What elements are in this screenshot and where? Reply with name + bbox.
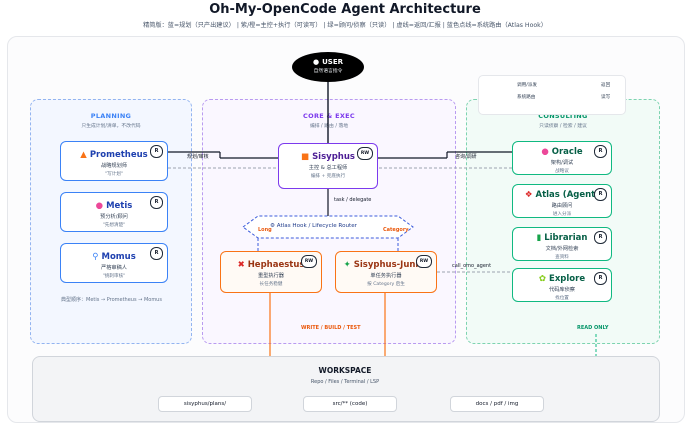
badge-momus: R [150, 247, 163, 260]
badge-prometheus: R [150, 145, 163, 158]
user-sub: 自然语言指令 [313, 69, 343, 74]
flame-icon: ▲ [80, 150, 87, 160]
brain-icon: ● [541, 147, 549, 157]
compass-icon: ❖ [524, 190, 533, 200]
call-explore-label: call_omo_agent [452, 263, 492, 269]
momus-name: Momus [101, 252, 136, 262]
atlas-quote: 进入分派 [552, 212, 572, 217]
router-tag-long: Long [258, 227, 272, 233]
task-delegate-label: task / delegate [334, 197, 372, 203]
card-hephaestus[interactable]: RW ✖Hephaestus 重型执行器 长任务稳健 [220, 251, 322, 293]
brain-icon: ● [95, 201, 104, 211]
atlas-name: Atlas (Agent) [535, 190, 600, 200]
metis-desc: 预分析/顾问 [100, 214, 128, 220]
hephaestus-desc: 重型执行器 [258, 273, 284, 279]
planning-footer: 典型顺序：Metis → Prometheus → Momus [61, 297, 162, 303]
sisyphus-name: Sisyphus [312, 152, 355, 162]
oracle-desc: 架构/调试 [550, 160, 574, 166]
badge-metis: R [150, 196, 163, 209]
explore-name: Explore [549, 274, 586, 284]
momus-desc: 严格审稿人 [101, 265, 127, 271]
oracle-quote: 战略议 [555, 169, 569, 174]
badge-atlas: R [594, 188, 607, 201]
book-icon: ▮ [536, 233, 542, 243]
legend-item-return: 返回 [601, 83, 611, 88]
planning-title: PLANNING [90, 112, 132, 120]
user-label: USER [322, 58, 343, 66]
badge-sisyphus: RW [357, 147, 373, 160]
user-node: ●USER 自然语言指令 [292, 52, 364, 82]
sisyphus-desc: 主控 & 总工程师 [308, 165, 348, 171]
leaf-icon: ✿ [538, 274, 547, 284]
prometheus-quote: "写计划" [104, 172, 123, 177]
badge-librarian: R [594, 231, 607, 244]
card-momus[interactable]: R ⚲Momus 严格审稿人 "挑刺审核" [60, 243, 168, 283]
core-footer: WRITE / BUILD / TEST [301, 325, 361, 331]
badge-oracle: R [594, 145, 607, 158]
legend-item-call: 调用/派发 [517, 83, 537, 88]
junior-name: Sisyphus-Junior [353, 260, 429, 270]
workspace-subtitle: Repo / Files / Terminal / LSP [310, 379, 380, 385]
metis-name: Metis [106, 201, 133, 211]
hephaestus-quote: 长任务稳健 [259, 282, 283, 287]
consulting-subtitle: 只读侦察 / 检索 / 建议 [539, 124, 587, 129]
router-label: ⚙ Atlas Hook / Lifecycle Router [270, 223, 357, 229]
page-subtitle: 精简版：蓝=规划（只产出建议） | 紫/橙=主控+执行（可读写） | 绿=顾问/… [143, 22, 547, 29]
consulting-footer: READ ONLY [577, 325, 609, 331]
oracle-name: Oracle [551, 147, 583, 157]
planning-subtitle: 只生成计划/清单，不改代码 [81, 124, 141, 129]
prometheus-name: Prometheus [89, 150, 148, 160]
magnifier-icon: ⚲ [92, 252, 99, 262]
card-atlas-agent[interactable]: R ❖Atlas (Agent) 路由顾问 进入分派 [512, 184, 612, 218]
atlas-desc: 路由顾问 [551, 203, 573, 209]
hammer-icon: ✖ [237, 260, 245, 270]
card-sisyphus-junior[interactable]: RW ✦Sisyphus-Junior 单任务执行器 按 Category 启生 [335, 251, 437, 293]
card-prometheus[interactable]: R ▲Prometheus 战略规划师 "写计划" [60, 141, 168, 181]
badge-hephaestus: RW [301, 255, 317, 268]
card-oracle[interactable]: R ●Oracle 架构/调试 战略议 [512, 141, 612, 175]
card-explore[interactable]: R ✿Explore 代码库侦察 找位置 [512, 268, 612, 302]
workspace-chip-docs: docs / pdf / img [450, 396, 544, 412]
router-tag-category: Category [383, 227, 409, 233]
card-librarian[interactable]: R ▮Librarian 文档/外网检索 查资料 [512, 227, 612, 261]
consulting-zone: CONSULTING 只读侦察 / 检索 / 建议 READ ONLY [466, 99, 660, 344]
workspace-title: WORKSPACE [318, 366, 372, 375]
hephaestus-name: Hephaestus [247, 260, 305, 270]
prometheus-desc: 战略规划师 [101, 163, 127, 169]
librarian-desc: 文档/外网检索 [545, 246, 579, 252]
plan-edge-label: 规划/审核 [187, 154, 209, 160]
metis-quote: "先想清楚" [102, 223, 126, 228]
workspace-chip-src: src/** (code) [303, 396, 397, 412]
sparkle-icon: ✦ [343, 260, 351, 270]
user-icon: ● [312, 58, 320, 66]
legend-item-rw: 读写 [601, 95, 611, 100]
orchestrator-icon: ■ [301, 152, 310, 162]
core-title: CORE & EXEC [303, 112, 355, 120]
workspace-chip-plans: sisyphus/plans/ [158, 396, 252, 412]
junior-desc: 单任务执行器 [370, 273, 402, 279]
badge-junior: RW [416, 255, 432, 268]
sisyphus-quote: 编排 + 兜底执行 [310, 174, 346, 179]
consulting-title: CONSULTING [538, 112, 588, 120]
junior-quote: 按 Category 启生 [367, 282, 405, 287]
badge-explore: R [594, 272, 607, 285]
card-sisyphus[interactable]: RW ■Sisyphus 主控 & 总工程师 编排 + 兜底执行 [278, 143, 378, 189]
legend-item-route: 系统路由 [517, 95, 536, 100]
page-title: Oh-My-OpenCode Agent Architecture [209, 2, 481, 17]
explore-quote: 找位置 [555, 296, 569, 301]
momus-quote: "挑刺审核" [102, 274, 126, 279]
librarian-name: Librarian [544, 233, 588, 243]
card-metis[interactable]: R ●Metis 预分析/顾问 "先想清楚" [60, 192, 168, 232]
explore-desc: 代码库侦察 [549, 287, 575, 293]
consult-edge-label: 咨询/调研 [455, 154, 477, 160]
legend: 调用/派发 返回 系统路由 读写 [478, 75, 626, 115]
core-subtitle: 编排 / 路由 / 落地 [309, 124, 349, 129]
librarian-quote: 查资料 [555, 255, 569, 260]
